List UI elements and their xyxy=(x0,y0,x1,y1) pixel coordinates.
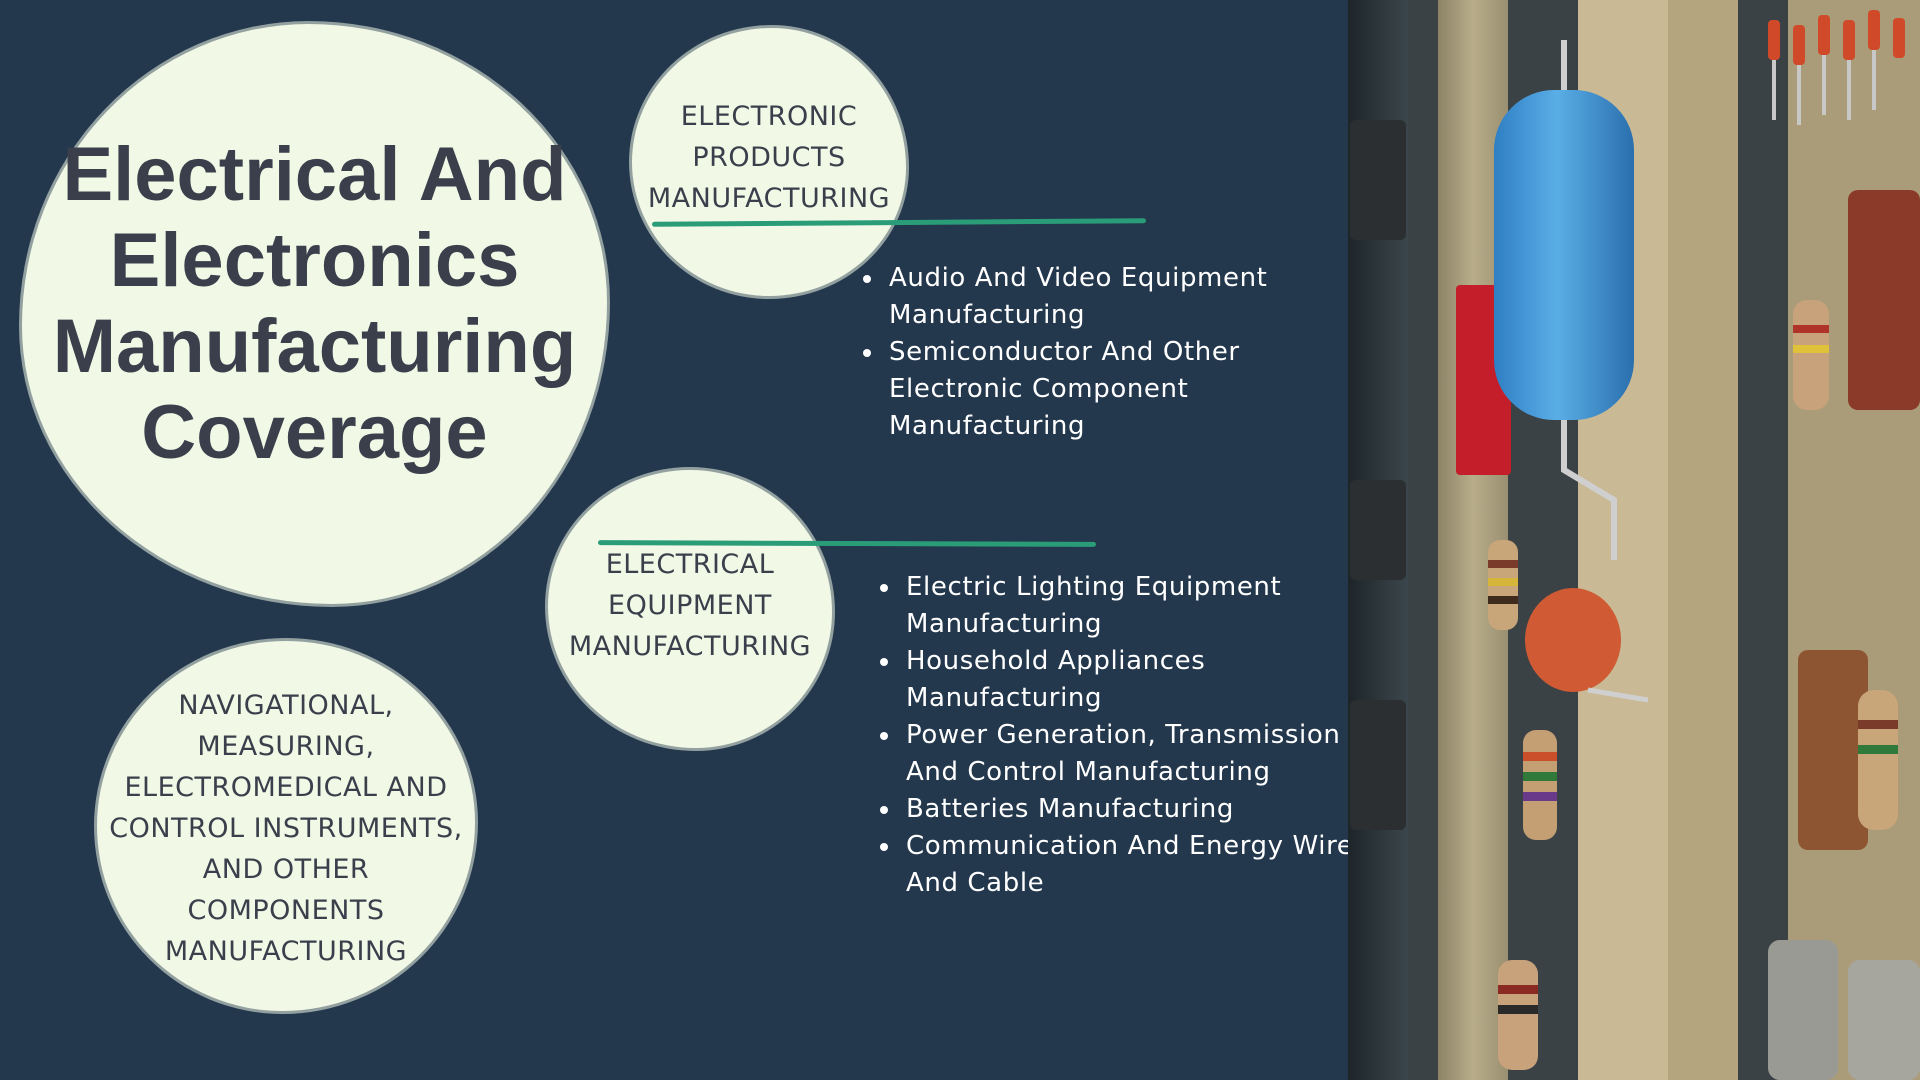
category-label-line: MANUFACTURING xyxy=(647,182,891,214)
circuit-board-photo xyxy=(1348,0,1920,1080)
list-item: Electric Lighting Equipment Manufacturin… xyxy=(877,569,1353,643)
list-item: Semiconductor And Other Electronic Compo… xyxy=(860,334,1267,445)
list-item-line: And Control Manufacturing xyxy=(906,757,1271,787)
list-item-line: Communication And Energy Wire xyxy=(906,831,1354,861)
category-label-line: MANUFACTURING xyxy=(164,935,408,967)
list-item-line: Audio And Video Equipment xyxy=(889,263,1268,293)
list-item-line: Electronic Component xyxy=(889,374,1189,404)
list-item-line: Manufacturing xyxy=(906,609,1103,639)
category-label: ELECTRICAL EQUIPMENT MANUFACTURING xyxy=(569,544,811,667)
list-item-line: And Cable xyxy=(906,868,1045,898)
list-item: Communication And Energy Wire And Cable xyxy=(877,828,1353,902)
category-label-line: NAVIGATIONAL, xyxy=(178,689,394,721)
title-line: Electrical And xyxy=(62,132,567,217)
bullet-list-electrical-equipment: Electric Lighting Equipment Manufacturin… xyxy=(877,569,1353,902)
list-item: Batteries Manufacturing xyxy=(877,791,1353,828)
category-circle-electronic-products: ELECTRONIC PRODUCTS MANUFACTURING xyxy=(632,28,906,296)
list-item-line: Household Appliances xyxy=(906,646,1206,676)
slide-title: Electrical And Electronics Manufacturing… xyxy=(53,132,577,476)
title-line: Coverage xyxy=(141,390,488,475)
category-label-line: AND OTHER xyxy=(202,853,370,885)
title-line: Manufacturing xyxy=(52,304,577,389)
list-item-line: Manufacturing xyxy=(889,411,1086,441)
list-item: Household Appliances Manufacturing xyxy=(877,643,1353,717)
category-label-line: COMPONENTS xyxy=(187,894,385,926)
bullet-list-electronic-products: Audio And Video Equipment Manufacturing … xyxy=(860,260,1267,445)
list-item: Audio And Video Equipment Manufacturing xyxy=(860,260,1267,334)
title-line: Electronics xyxy=(109,218,520,303)
list-item-line: Power Generation, Transmission xyxy=(906,720,1341,750)
category-label: NAVIGATIONAL, MEASURING, ELECTROMEDICAL … xyxy=(109,685,463,972)
category-label-line: EQUIPMENT xyxy=(608,589,772,621)
list-item-line: Semiconductor And Other xyxy=(889,337,1240,367)
category-label-line: ELECTROMEDICAL AND xyxy=(124,771,448,803)
category-label-line: ELECTRICAL xyxy=(605,548,775,580)
list-item-line: Manufacturing xyxy=(889,300,1086,330)
title-circle: Electrical And Electronics Manufacturing… xyxy=(22,24,607,604)
list-item-line: Batteries Manufacturing xyxy=(906,794,1234,824)
category-label-line: PRODUCTS xyxy=(692,141,846,173)
list-item-line: Electric Lighting Equipment xyxy=(906,572,1282,602)
category-label-line: CONTROL INSTRUMENTS, xyxy=(109,812,463,844)
category-label-line: ELECTRONIC xyxy=(680,100,858,132)
category-label-line: MEASURING, xyxy=(197,730,375,762)
category-label-line: MANUFACTURING xyxy=(568,630,812,662)
category-circle-navigational-instruments: NAVIGATIONAL, MEASURING, ELECTROMEDICAL … xyxy=(97,641,475,1011)
category-circle-electrical-equipment: ELECTRICAL EQUIPMENT MANUFACTURING xyxy=(548,470,832,748)
list-item-line: Manufacturing xyxy=(906,683,1103,713)
category-label: ELECTRONIC PRODUCTS MANUFACTURING xyxy=(648,96,890,219)
list-item: Power Generation, Transmission And Contr… xyxy=(877,717,1353,791)
